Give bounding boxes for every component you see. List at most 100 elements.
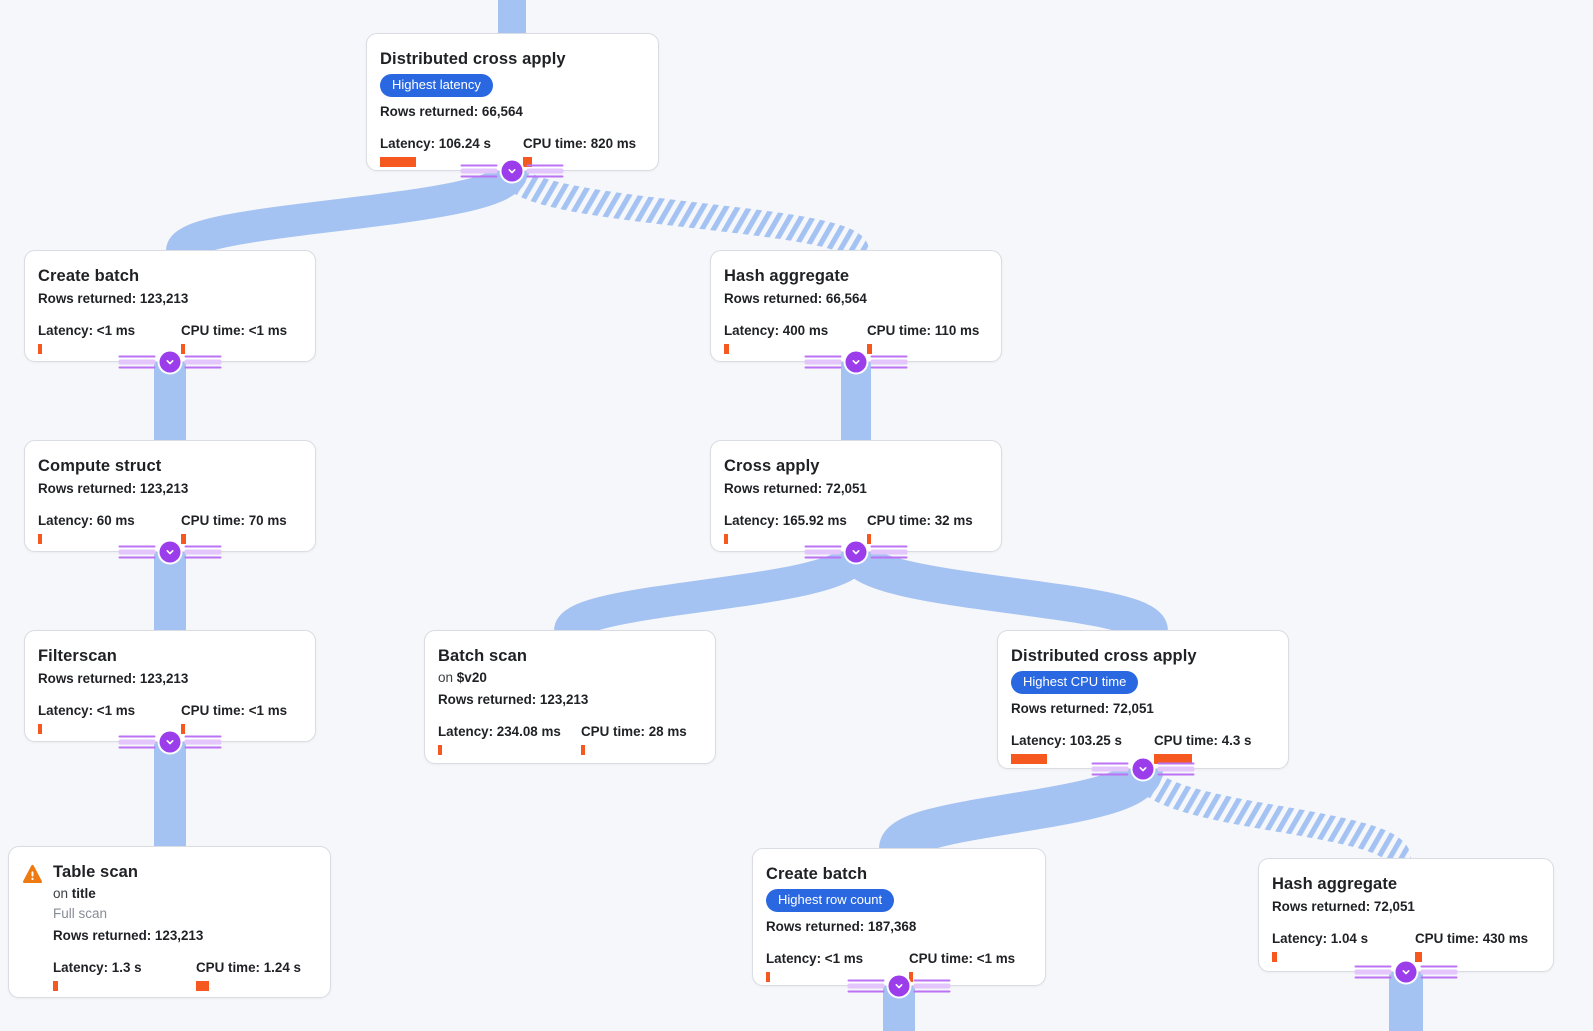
node-note: Full scan (53, 906, 108, 921)
latency-label: Latency: 165.92 ms (724, 513, 847, 528)
latency-metric: Latency: <1 ms (38, 702, 167, 734)
chevron-down-icon (159, 351, 181, 373)
plan-node-create-batch-1[interactable]: Create batch Rows returned: 123,213 Late… (24, 250, 316, 362)
chevron-down-icon (845, 541, 867, 563)
rows-returned: Rows returned: 123,213 (38, 481, 189, 496)
latency-label: Latency: 234.08 ms (438, 724, 561, 739)
cpu-time-bar (196, 981, 209, 991)
node-title: Cross apply (724, 457, 820, 475)
latency-metric: Latency: 234.08 ms (438, 723, 567, 755)
latency-label: Latency: 1.04 s (1272, 931, 1369, 946)
plan-node-create-batch-2[interactable]: Create batch Highest row count Rows retu… (752, 848, 1046, 986)
node-title: Create batch (766, 865, 868, 883)
cpu-time-label: CPU time: <1 ms (181, 703, 288, 718)
cpu-time-bar (867, 534, 871, 544)
metrics-row: Latency: 103.25 s CPU time: 4.3 s (1011, 732, 1276, 764)
expand-collapse-hash-aggregate-2[interactable] (1354, 961, 1458, 983)
edge-root-to-hash-aggregate-1 (499, 166, 869, 257)
connector-lines-left (118, 355, 156, 369)
plan-node-hash-aggregate-1[interactable]: Hash aggregate Rows returned: 66,564 Lat… (710, 250, 1002, 362)
plan-node-filterscan[interactable]: Filterscan Rows returned: 123,213 Latenc… (24, 630, 316, 742)
cpu-metric: CPU time: 110 ms (867, 322, 989, 354)
expand-collapse-create-batch-2[interactable] (847, 975, 951, 997)
chevron-down-icon (845, 351, 867, 373)
connector-lines-left (804, 355, 842, 369)
connector-lines-left (460, 164, 498, 178)
plan-node-distributed-cross-apply-1[interactable]: Distributed cross apply Highest latency … (366, 33, 659, 171)
latency-metric: Latency: 165.92 ms (724, 512, 853, 544)
rows-returned: Rows returned: 123,213 (38, 671, 189, 686)
edge-dca-2-to-create-batch-2 (879, 761, 1163, 859)
node-title: Batch scan (438, 647, 528, 665)
cpu-time-label: CPU time: 70 ms (181, 513, 287, 528)
latency-label: Latency: <1 ms (38, 703, 136, 718)
plan-node-hash-aggregate-2[interactable]: Hash aggregate Rows returned: 72,051 Lat… (1258, 858, 1554, 972)
latency-metric: Latency: 1.04 s (1272, 930, 1401, 962)
cpu-metric: CPU time: <1 ms (909, 950, 1033, 982)
plan-node-table-scan[interactable]: Table scan on title Full scan Rows retur… (8, 846, 331, 998)
node-title: Distributed cross apply (1011, 647, 1197, 665)
plan-node-compute-struct[interactable]: Compute struct Rows returned: 123,213 La… (24, 440, 316, 552)
edge-dca-2-to-hash-aggregate-2 (1130, 765, 1411, 864)
latency-bar (53, 981, 58, 991)
latency-bar (38, 344, 42, 354)
latency-label: Latency: 103.25 s (1011, 733, 1122, 748)
cpu-time-bar (523, 157, 532, 167)
cpu-time-label: CPU time: 28 ms (581, 724, 687, 739)
latency-label: Latency: 106.24 s (380, 136, 491, 151)
connector-lines-right (184, 355, 222, 369)
latency-bar (38, 724, 42, 734)
node-target: on title (53, 886, 96, 901)
cpu-time-label: CPU time: <1 ms (909, 951, 1016, 966)
chevron-down-icon (159, 731, 181, 753)
connector-lines-right (184, 545, 222, 559)
connector-lines-left (1354, 965, 1392, 979)
edge-cross-apply-to-batch-scan (554, 546, 872, 639)
node-title: Filterscan (38, 647, 117, 665)
metrics-row: Latency: 106.24 s CPU time: 820 ms (380, 135, 646, 167)
cpu-metric: CPU time: 4.3 s (1154, 732, 1276, 764)
expand-collapse-compute-struct[interactable] (118, 541, 222, 563)
expand-collapse-cross-apply[interactable] (804, 541, 908, 563)
latency-bar (438, 745, 442, 755)
cpu-time-bar (1415, 952, 1422, 962)
connector-lines-right (1157, 762, 1195, 776)
cpu-time-bar (181, 344, 185, 354)
expand-collapse-create-batch-1[interactable] (118, 351, 222, 373)
connector-lines-right (184, 735, 222, 749)
latency-bar (766, 972, 770, 982)
expand-collapse-hash-aggregate-1[interactable] (804, 351, 908, 373)
cpu-metric: CPU time: 28 ms (581, 723, 703, 755)
chevron-down-icon (1395, 961, 1417, 983)
cpu-time-bar (909, 972, 913, 982)
node-target: on $v20 (438, 670, 487, 685)
node-title: Compute struct (38, 457, 162, 475)
latency-bar (380, 157, 416, 167)
metrics-row: Latency: 1.04 s CPU time: 430 ms (1272, 930, 1541, 962)
expand-collapse-distributed-cross-apply-2[interactable] (1091, 758, 1195, 780)
connector-lines-right (870, 355, 908, 369)
plan-node-cross-apply[interactable]: Cross apply Rows returned: 72,051 Latenc… (710, 440, 1002, 552)
cpu-time-label: CPU time: 4.3 s (1154, 733, 1252, 748)
expand-collapse-filterscan[interactable] (118, 731, 222, 753)
latency-label: Latency: <1 ms (38, 323, 136, 338)
latency-bar (724, 534, 728, 544)
rows-returned: Rows returned: 66,564 (380, 104, 523, 119)
expand-collapse-distributed-cross-apply-1[interactable] (460, 160, 564, 182)
connector-lines-right (870, 545, 908, 559)
metrics-row: Latency: <1 ms CPU time: <1 ms (38, 702, 303, 734)
latency-label: Latency: 1.3 s (53, 960, 142, 975)
metrics-row: Latency: 400 ms CPU time: 110 ms (724, 322, 989, 354)
latency-metric: Latency: 60 ms (38, 512, 167, 544)
chevron-down-icon (501, 160, 523, 182)
plan-node-batch-scan[interactable]: Batch scan on $v20 Rows returned: 123,21… (424, 630, 716, 764)
cpu-time-label: CPU time: 820 ms (523, 136, 637, 151)
chevron-down-icon (1132, 758, 1154, 780)
cpu-metric: CPU time: 1.24 s (196, 959, 318, 991)
plan-node-distributed-cross-apply-2[interactable]: Distributed cross apply Highest CPU time… (997, 630, 1289, 769)
cpu-metric: CPU time: 70 ms (181, 512, 303, 544)
highlight-badge: Highest CPU time (1011, 671, 1139, 694)
cpu-metric: CPU time: <1 ms (181, 322, 303, 354)
node-title: Hash aggregate (724, 267, 850, 285)
